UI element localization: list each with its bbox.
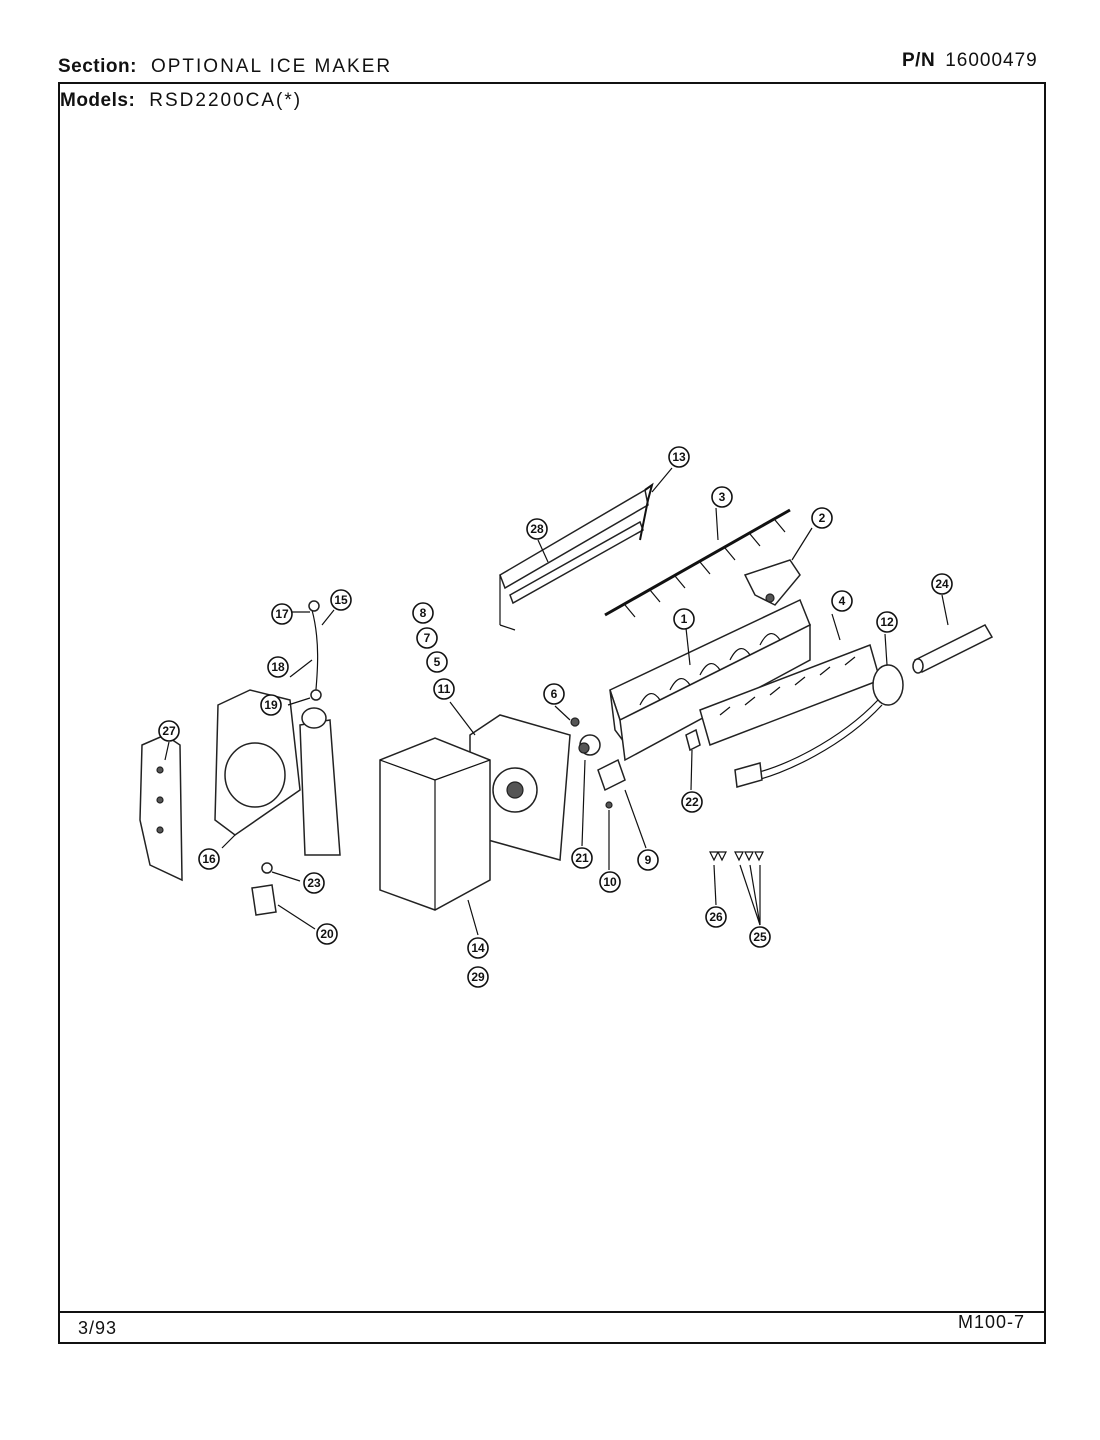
callout-label: 20 xyxy=(320,927,334,941)
callout-label: 18 xyxy=(271,660,285,674)
callout-17: 17 xyxy=(271,603,293,625)
callout-label: 13 xyxy=(672,450,686,464)
callout-23: 23 xyxy=(303,872,325,894)
callout-label: 24 xyxy=(935,577,949,591)
footer-date: 3/93 xyxy=(78,1318,118,1338)
callout-label: 1 xyxy=(681,612,688,626)
callout-label: 7 xyxy=(424,631,431,645)
part-tube xyxy=(912,624,994,674)
callout-8: 8 xyxy=(412,602,434,624)
callout-7: 7 xyxy=(416,627,438,649)
models-label: Models: xyxy=(60,90,136,111)
callout-12: 12 xyxy=(876,611,898,633)
callout-label: 5 xyxy=(434,655,441,669)
diagram-frame xyxy=(58,82,1046,1344)
section-value: OPTIONAL ICE MAKER xyxy=(150,56,393,77)
part-bracket xyxy=(743,559,801,606)
callout-14: 14 xyxy=(467,937,489,959)
callout-1: 1 xyxy=(673,608,695,630)
part-number-label: P/N xyxy=(902,50,936,71)
callout-21: 21 xyxy=(571,847,593,869)
callout-label: 15 xyxy=(334,593,348,607)
callout-label: 17 xyxy=(275,607,289,621)
callout-13: 13 xyxy=(668,446,690,468)
callout-4: 4 xyxy=(831,590,853,612)
callout-3: 3 xyxy=(711,486,733,508)
callout-label: 23 xyxy=(307,876,321,890)
callout-label: 8 xyxy=(420,606,427,620)
callout-11: 11 xyxy=(433,678,455,700)
callout-18: 18 xyxy=(267,656,289,678)
callout-label: 9 xyxy=(645,853,652,867)
part-cover xyxy=(379,737,491,911)
leader-lines xyxy=(164,467,949,936)
part-small-components xyxy=(570,717,701,809)
callout-label: 12 xyxy=(880,615,894,629)
callout-5: 5 xyxy=(426,651,448,673)
callout-15: 15 xyxy=(330,589,352,611)
callout-19: 19 xyxy=(260,694,282,716)
part-mounting-bracket xyxy=(139,734,183,882)
part-control-housing xyxy=(469,714,571,861)
models-heading: Models: RSD2200CA(*) xyxy=(60,90,302,112)
callout-label: 22 xyxy=(685,795,699,809)
callout-25: 25 xyxy=(749,926,771,948)
callout-16: 16 xyxy=(198,848,220,870)
part-screws xyxy=(709,851,764,862)
footer-divider xyxy=(58,1311,1046,1313)
section-label: Section: xyxy=(58,56,137,77)
callout-label: 27 xyxy=(162,724,176,738)
part-water-valve xyxy=(214,600,341,856)
section-heading: Section: OPTIONAL ICE MAKER xyxy=(58,56,392,78)
callout-label: 21 xyxy=(575,851,589,865)
callout-label: 3 xyxy=(719,490,726,504)
footer-page-code: M100-7 xyxy=(958,1312,1026,1332)
callout-label: 10 xyxy=(603,875,617,889)
callout-label: 11 xyxy=(438,682,451,696)
callout-label: 26 xyxy=(709,910,723,924)
callout-label: 4 xyxy=(839,594,846,608)
callout-label: 6 xyxy=(551,687,558,701)
part-ejector xyxy=(604,508,791,618)
callout-6: 6 xyxy=(543,683,565,705)
callout-label: 29 xyxy=(471,970,485,984)
part-number-value: 16000479 xyxy=(945,50,1038,71)
models-value: RSD2200CA(*) xyxy=(149,90,303,111)
callout-label: 14 xyxy=(471,941,485,955)
part-fittings xyxy=(251,862,277,916)
callout-label: 28 xyxy=(530,522,544,536)
callout-9: 9 xyxy=(637,849,659,871)
callout-2: 2 xyxy=(811,507,833,529)
callout-label: 16 xyxy=(202,852,216,866)
callout-label: 25 xyxy=(753,930,767,944)
callout-28: 28 xyxy=(526,518,548,540)
callout-24: 24 xyxy=(931,573,953,595)
callout-26: 26 xyxy=(705,906,727,928)
callout-29: 29 xyxy=(467,966,489,988)
callout-27: 27 xyxy=(158,720,180,742)
callout-10: 10 xyxy=(599,871,621,893)
part-mold xyxy=(609,598,811,762)
callout-22: 22 xyxy=(681,791,703,813)
callout-label: 19 xyxy=(264,698,278,712)
part-harness xyxy=(734,664,904,788)
part-shelf-bar xyxy=(499,488,649,631)
callout-label: 2 xyxy=(819,511,826,525)
part-number: P/N 16000479 xyxy=(902,50,1038,72)
part-wire-arm xyxy=(639,482,654,541)
callout-20: 20 xyxy=(316,923,338,945)
